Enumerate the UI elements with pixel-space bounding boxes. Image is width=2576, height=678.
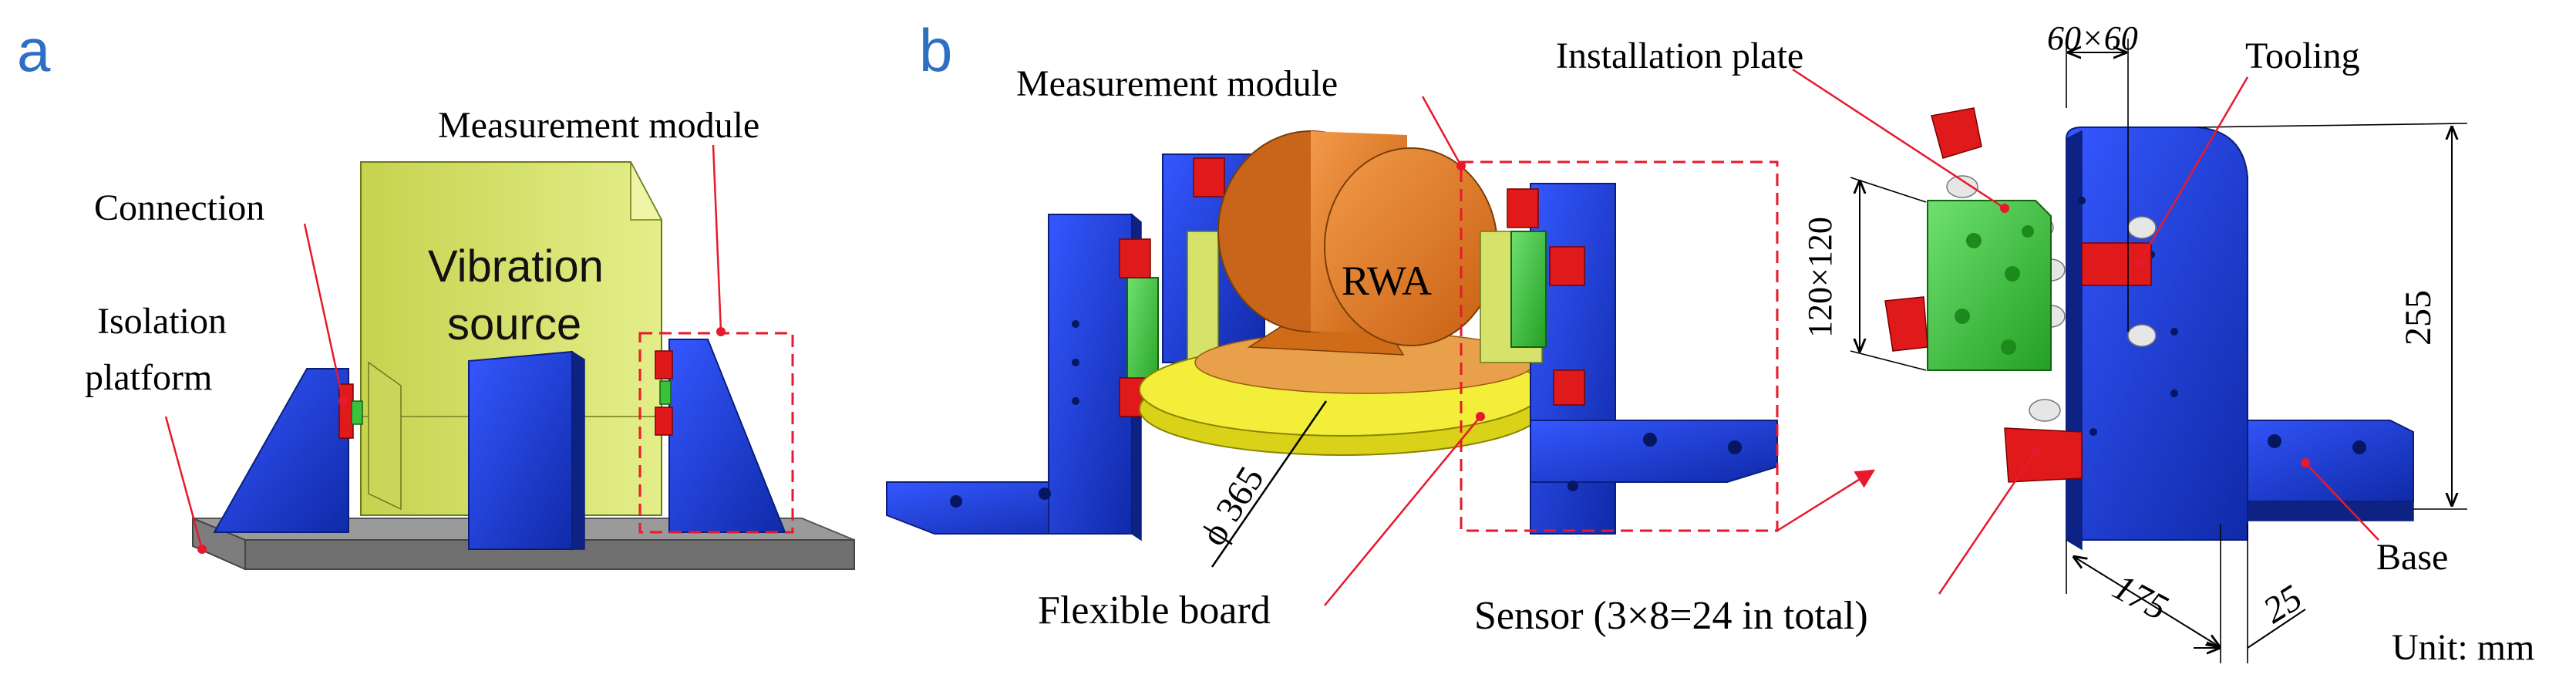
right-sensor-group (1480, 188, 1585, 406)
detail-base-shape (2212, 420, 2414, 521)
dim-120x120: 120×120 (1801, 217, 1839, 338)
dim-255: 255 (2398, 290, 2439, 346)
label-tooling: Tooling (2245, 35, 2360, 76)
label-isolation-platform-2: platform (85, 357, 212, 398)
label-diameter: ϕ 365 (1193, 460, 1272, 553)
label-a-measurement-module: Measurement module (438, 105, 759, 146)
rwa-shape (1217, 130, 1498, 356)
label-vibration-source-1: Vibration (428, 241, 604, 292)
right-triangle-mount (655, 339, 786, 533)
label-sensor: Sensor (3×8=24 in total) (1474, 594, 1868, 638)
label-vibration-source-2: source (447, 299, 581, 349)
dim-175: 175 (2106, 566, 2174, 629)
left-l-bracket (886, 213, 1142, 541)
label-a-connection: Connection (94, 187, 264, 228)
label-unit: Unit: mm (2392, 627, 2534, 668)
detail-vertical-plate (2066, 126, 2248, 551)
dim-60x60: 60×60 (2047, 19, 2138, 57)
panel-a-letter: a (17, 16, 51, 84)
right-l-bracket (1530, 183, 1778, 535)
panel-b-letter: b (919, 16, 952, 84)
front-blue-plate (468, 350, 585, 550)
dim-25: 25 (2256, 577, 2309, 631)
left-triangle-mount (213, 368, 363, 533)
panel-a-measurement-box (638, 332, 794, 534)
label-base: Base (2376, 537, 2448, 578)
panel-a: a (17, 16, 855, 571)
detail-installation-plate (1927, 200, 2052, 371)
panel-b: b (886, 16, 1876, 638)
label-b-measurement-module: Measurement module (1016, 63, 1338, 104)
label-isolation-platform-1: Isolation (97, 301, 227, 342)
panel-b-sensor-box (1460, 160, 1779, 532)
label-flexible-board: Flexible board (1038, 589, 1271, 632)
label-installation-plate: Installation plate (1556, 35, 1803, 76)
detail-view: 120×120 60×60 255 175 25 Installation pl… (1556, 19, 2534, 668)
label-rwa: RWA (1342, 258, 1432, 304)
vibration-source-shape (360, 161, 663, 516)
